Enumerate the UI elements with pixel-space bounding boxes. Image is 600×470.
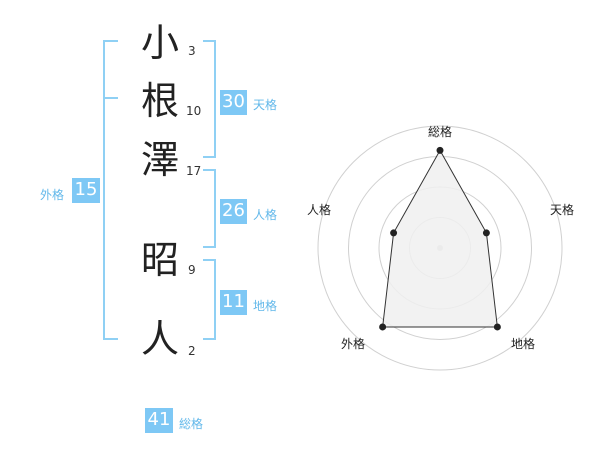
name-char-4: 昭 <box>140 238 179 282</box>
radar-grid-ring <box>317 125 563 371</box>
gaikaku-value-badge: 15 <box>72 178 100 203</box>
stroke-count-2: 10 <box>186 104 202 118</box>
radar-axis-label-chikaku: 地格 <box>511 337 536 351</box>
tenkaku-bracket <box>203 40 216 158</box>
soukaku-value-badge: 41 <box>145 408 173 433</box>
name-char-3: 澤 <box>140 138 179 182</box>
radar-axis-label-soukaku: 総格 <box>428 125 453 139</box>
stroke-count-5: 2 <box>188 344 196 358</box>
chikaku-label: 地格 <box>253 299 278 313</box>
jinkaku-value-badge: 26 <box>220 199 247 224</box>
jinkaku-label: 人格 <box>253 208 278 222</box>
gaikaku-label: 外格 <box>40 188 65 202</box>
tenkaku-label: 天格 <box>253 98 278 112</box>
name-char-1: 小 <box>140 21 179 65</box>
chikaku-value-badge: 11 <box>220 290 247 315</box>
radar-point-4 <box>379 323 387 331</box>
stroke-count-1: 3 <box>188 44 196 58</box>
radar-axis-label-jinkaku: 人格 <box>307 203 332 217</box>
tenkaku-value-badge: 30 <box>220 90 247 115</box>
radar-point-1 <box>436 146 444 154</box>
radar-series-polygon <box>382 149 498 328</box>
stroke-count-4: 9 <box>188 263 196 277</box>
gaikaku-bracket <box>103 40 118 340</box>
radar-point-2 <box>482 229 490 237</box>
radar-axis-label-tenkaku: 天格 <box>550 203 575 217</box>
name-char-2: 根 <box>140 79 179 123</box>
jinkaku-bracket <box>203 169 216 248</box>
radar-point-3 <box>493 323 501 331</box>
soukaku-label: 総格 <box>179 417 204 431</box>
radar-axis-label-gaikaku: 外格 <box>341 337 366 351</box>
name-char-5: 人 <box>140 317 179 361</box>
radar-point-5 <box>390 229 398 237</box>
stroke-count-3: 17 <box>186 164 202 178</box>
chikaku-bracket <box>203 259 216 340</box>
